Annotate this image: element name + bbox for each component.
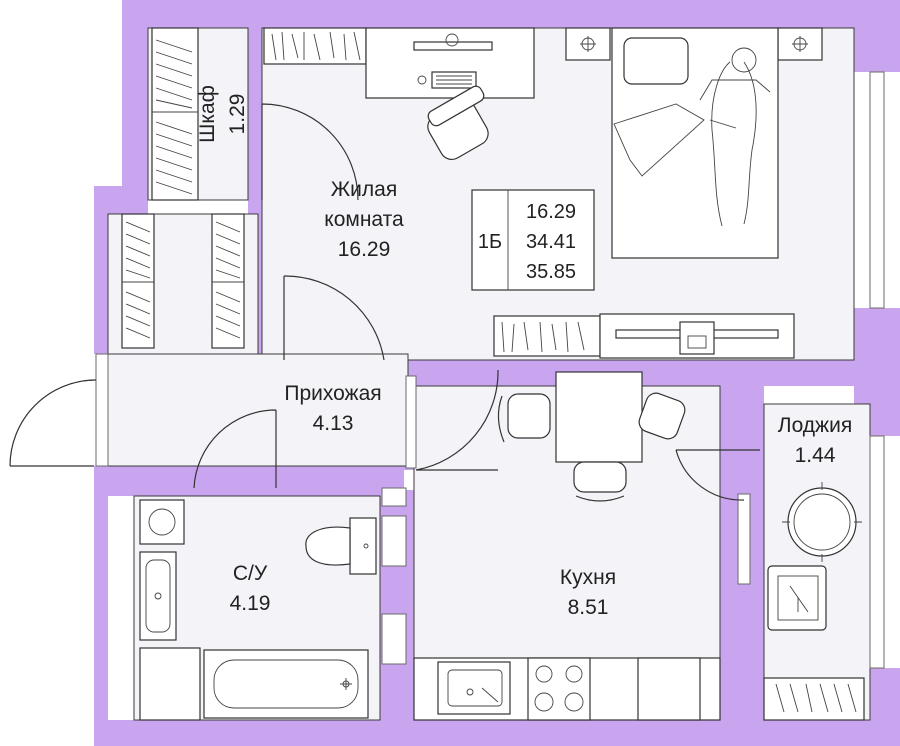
tv-stand-icon: [493, 313, 795, 359]
toilet-icon: [305, 517, 377, 575]
washing-machine-icon: [139, 499, 185, 545]
living-room-area: 16.29: [338, 238, 391, 261]
hallway-name: Прихожая: [284, 382, 381, 405]
closet-label: Шкаф 1.29: [196, 85, 249, 143]
bathroom-name: С/У: [233, 562, 268, 585]
closet-area: 1.29: [226, 94, 249, 135]
apartment-area-living: 16.29: [526, 201, 576, 223]
hallway-area: 4.13: [313, 412, 354, 435]
chair-icon: [427, 85, 489, 160]
sink-icon: [139, 551, 177, 641]
armchair-icon: [767, 565, 827, 631]
door-swing-icon: [9, 103, 760, 501]
stove-icon: [527, 657, 701, 721]
windows: [95, 71, 885, 669]
kitchen-name: Кухня: [560, 566, 616, 589]
bathtub-icon: [139, 647, 369, 721]
wardrobe-icon: [121, 27, 245, 349]
info-box: [471, 189, 595, 291]
round-table-icon: [782, 482, 862, 562]
plant-icon: [763, 677, 865, 721]
kitchen-area: 8.51: [568, 596, 609, 619]
bookshelf: [263, 27, 367, 65]
living-room-name-line1: Жилая: [331, 178, 397, 201]
walls: [94, 0, 900, 746]
bed-icon: [565, 27, 823, 259]
loggia-area: 1.44: [795, 444, 836, 467]
loggia-name: Лоджия: [778, 414, 852, 437]
apartment-area-total: 34.41: [526, 231, 576, 253]
dining-table-icon: [497, 371, 686, 502]
desk-icon: [365, 27, 535, 99]
hallway-floor: [107, 353, 409, 467]
living-room-name-line2: комната: [324, 208, 404, 231]
apartment-type: 1Б: [478, 231, 502, 253]
apartment-area-with-loggia: 35.85: [526, 261, 576, 283]
loggia-floor: [763, 403, 871, 721]
closet-name: Шкаф: [196, 85, 219, 143]
bathroom-area: 4.19: [230, 592, 271, 615]
